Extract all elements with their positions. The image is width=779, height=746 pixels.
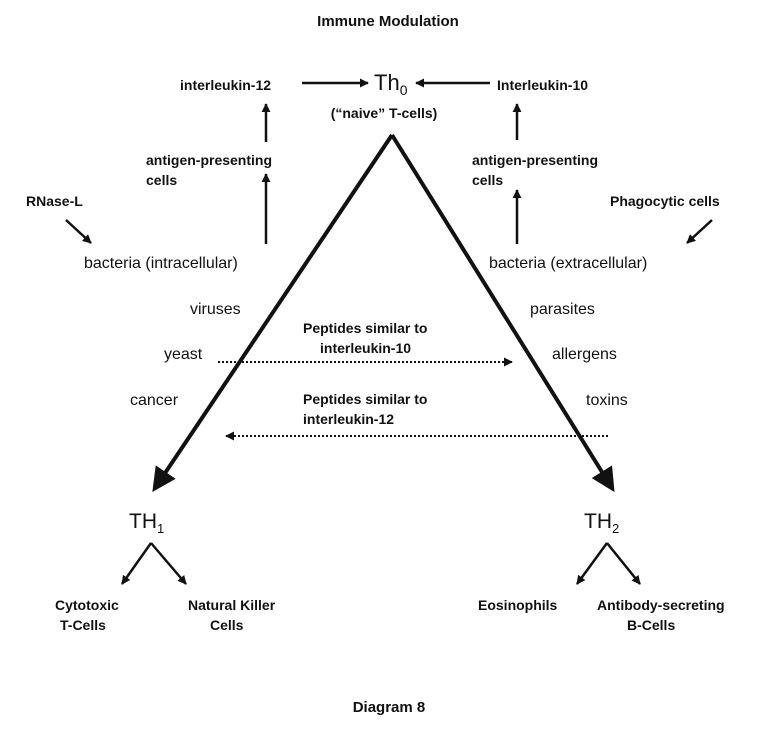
trigger-parasites: parasites [530, 301, 595, 318]
bcells-label-line2: B-Cells [627, 617, 675, 633]
th1-to-nk-arrow [150, 542, 187, 585]
th2-to-bcells-arrow [606, 542, 641, 585]
phagocytic-cells-label: Phagocytic cells [610, 193, 720, 209]
trigger-toxins: toxins [586, 392, 628, 409]
th2-to-eosinophils-arrow [575, 542, 609, 585]
left-cytokine-label: interleukin-12 [180, 77, 271, 93]
cytotoxic-label-line2: T-Cells [60, 617, 106, 633]
diagram-caption: Diagram 8 [353, 699, 426, 716]
right-bacteria-label: bacteria (extracellular) [489, 255, 647, 272]
eosinophils-label: Eosinophils [478, 597, 558, 613]
trigger-viruses: viruses [190, 301, 241, 318]
trigger-yeast: yeast [164, 346, 203, 363]
phagocytic-cells-arrow [686, 219, 713, 244]
rnase-l-arrow [65, 219, 92, 244]
cytotoxic-label-line1: Cytotoxic [55, 597, 119, 613]
trigger-cancer: cancer [130, 392, 179, 409]
peptides-il12-line1: Peptides similar to [303, 391, 427, 407]
right-apc-label-line2: cells [472, 172, 503, 188]
th0-to-th1-arrow [152, 133, 394, 492]
th1-symbol: TH [129, 510, 157, 533]
th0-to-th2-arrow [390, 133, 615, 493]
th1-subscript: 1 [157, 521, 164, 536]
bcells-label-line1: Antibody-secreting [597, 597, 725, 613]
right-cytokine-label: Interleukin-10 [497, 77, 588, 93]
th0-symbol: Th [374, 70, 400, 95]
rnase-l-label: RNase-L [26, 193, 83, 209]
th2-subscript: 2 [612, 521, 619, 536]
th2-symbol: TH [584, 510, 612, 533]
th0-label: Th0 [374, 70, 408, 98]
th0-subscript: 0 [400, 82, 408, 98]
th2-label: TH2 [584, 510, 619, 536]
peptides-il12-line2: interleukin-12 [303, 411, 394, 427]
th1-to-cytotoxic-arrow [120, 542, 153, 585]
left-bacteria-label: bacteria (intracellular) [84, 255, 238, 272]
left-apc-label-line1: antigen-presenting [146, 152, 272, 168]
trigger-allergens: allergens [552, 346, 617, 363]
th0-note: (“naive” T-cells) [331, 105, 438, 121]
right-apc-label-line1: antigen-presenting [472, 152, 598, 168]
th1-label: TH1 [129, 510, 164, 536]
peptides-il10-line2: interleukin-10 [320, 340, 411, 356]
diagram-title: Immune Modulation [317, 13, 459, 30]
peptides-il10-line1: Peptides similar to [303, 320, 427, 336]
nk-label-line1: Natural Killer [188, 597, 276, 613]
nk-label-line2: Cells [210, 617, 244, 633]
left-apc-label-line2: cells [146, 172, 177, 188]
